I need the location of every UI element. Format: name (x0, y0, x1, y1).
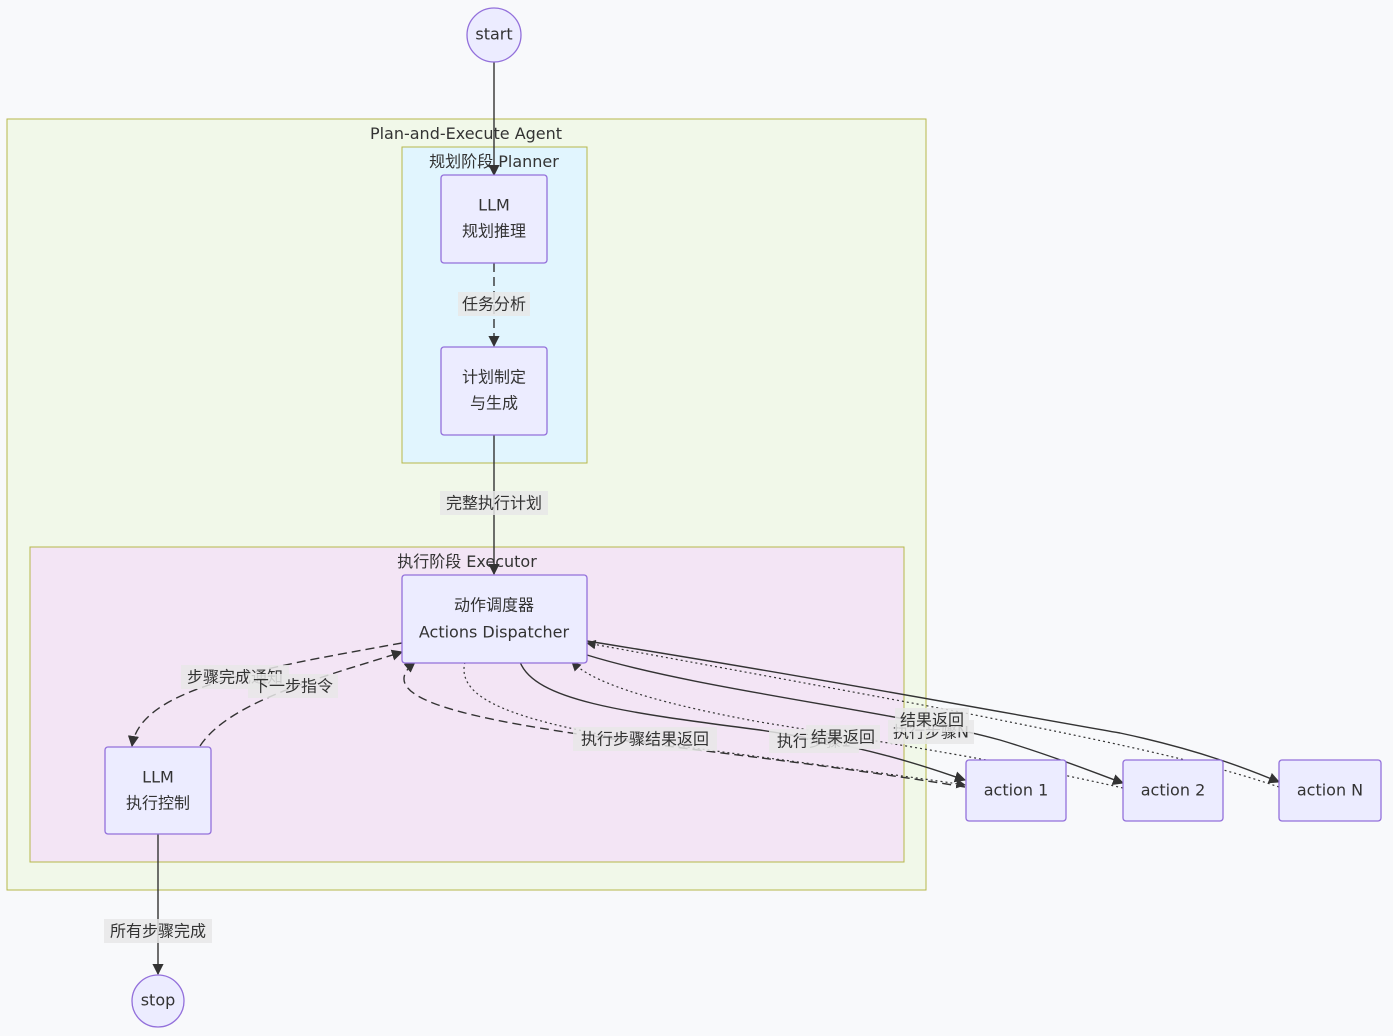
label-result-return-n: 结果返回 (895, 708, 969, 732)
node-llm-plan-line2: 规划推理 (462, 222, 526, 241)
node-llm-plan[interactable]: LLM 规划推理 (440, 174, 548, 264)
node-llm-exec-line1: LLM (142, 768, 174, 787)
edge-labels: 任务分析 完整执行计划 步骤完成通知 下一步指令 执行步骤结果返回 执行步骤1 … (104, 292, 974, 943)
label-full-plan: 完整执行计划 (440, 491, 548, 515)
label-all-done: 所有步骤完成 (104, 919, 212, 943)
node-plan-gen-line2: 与生成 (470, 394, 518, 413)
node-action1[interactable]: action 1 (965, 759, 1067, 822)
svg-text:结果返回: 结果返回 (900, 711, 964, 730)
node-start-label: start (475, 25, 512, 44)
node-llm-exec-line2: 执行控制 (126, 794, 190, 813)
edge-action1-to-dispatcher (403, 661, 966, 788)
edge-dispatcher-to-llm-exec (127, 642, 403, 748)
svg-text:所有步骤完成: 所有步骤完成 (110, 922, 206, 941)
label-result-return-2: 结果返回 (806, 725, 880, 749)
svg-text:完整执行计划: 完整执行计划 (446, 494, 542, 513)
node-llm-exec[interactable]: LLM 执行控制 (104, 746, 212, 835)
node-dispatcher[interactable]: 动作调度器 Actions Dispatcher (401, 574, 588, 664)
label-task-analysis: 任务分析 (458, 292, 530, 316)
node-start[interactable]: start (466, 7, 522, 63)
svg-text:结果返回: 结果返回 (811, 728, 875, 747)
node-plan-gen-line1: 计划制定 (462, 368, 526, 387)
cluster-agent-title: Plan-and-Execute Agent (370, 124, 562, 143)
node-actionN-label: action N (1297, 781, 1363, 800)
svg-text:下一步指令: 下一步指令 (253, 677, 333, 696)
edge-dispatcher-to-actionN (586, 640, 1281, 784)
node-stop-label: stop (141, 991, 176, 1010)
label-step-result-return: 执行步骤结果返回 (573, 727, 717, 751)
label-next-step: 下一步指令 (248, 674, 338, 698)
svg-text:任务分析: 任务分析 (462, 295, 526, 314)
node-dispatcher-line2: Actions Dispatcher (419, 623, 570, 642)
node-actionN[interactable]: action N (1278, 759, 1382, 822)
node-action1-label: action 1 (984, 781, 1049, 800)
node-dispatcher-line1: 动作调度器 (454, 596, 534, 615)
node-llm-plan-line1: LLM (478, 196, 510, 215)
node-stop[interactable]: stop (131, 974, 185, 1028)
edge-actionN-to-dispatcher (586, 639, 1280, 788)
node-action2-label: action 2 (1141, 781, 1206, 800)
node-plan-gen[interactable]: 计划制定 与生成 (440, 346, 548, 436)
cluster-executor-title: 执行阶段 Executor (397, 552, 537, 571)
node-action2[interactable]: action 2 (1122, 759, 1224, 822)
svg-text:执行步骤结果返回: 执行步骤结果返回 (581, 730, 709, 749)
edge-dispatcher-to-action1 (519, 661, 967, 783)
